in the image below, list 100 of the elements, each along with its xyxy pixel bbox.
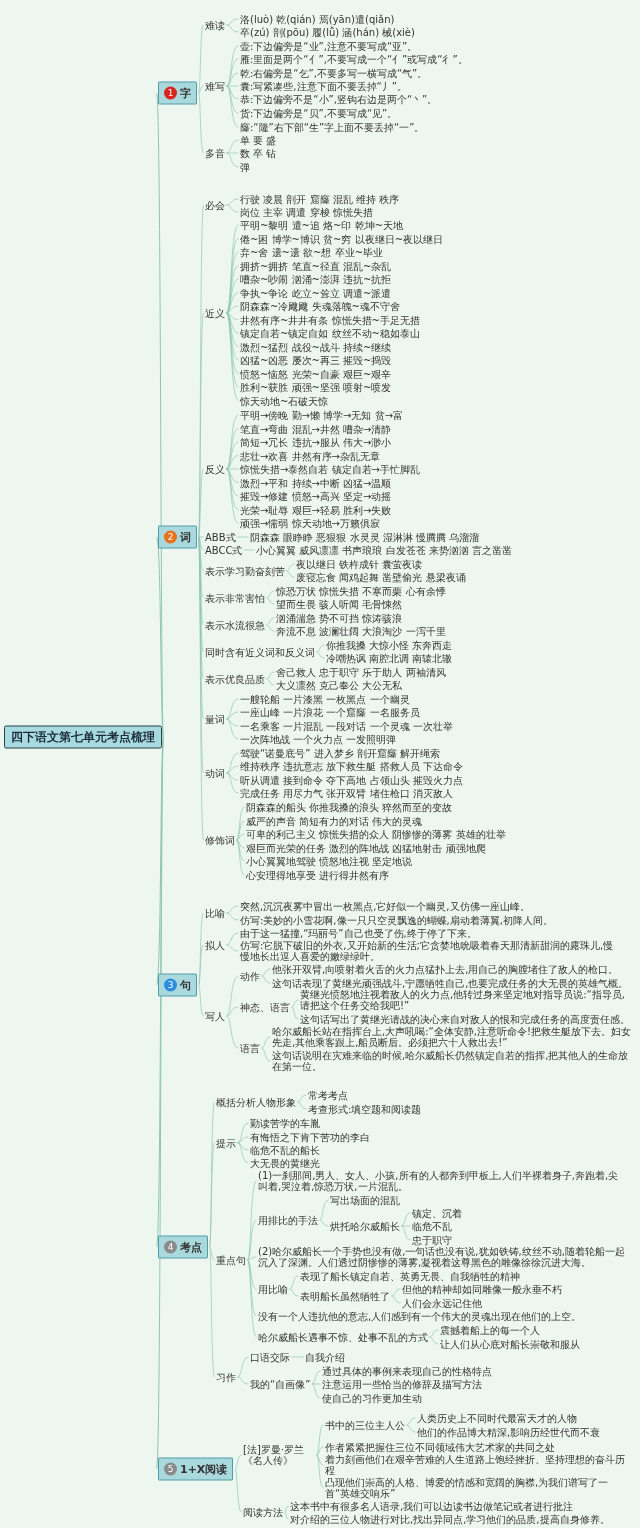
branch-text: 仿写:美妙的小雪花啊,像一只只空灵飘逸的蝴蝶,扇动着薄翼,初降人间。 — [240, 914, 553, 926]
branch-text: 比喻 — [205, 907, 225, 919]
connector-line — [226, 698, 239, 720]
connector-line — [237, 1142, 249, 1164]
connector-line — [226, 312, 239, 334]
branch-text: 大义凛然 克己奉公 大公无私 — [276, 679, 403, 691]
connector-line — [226, 468, 239, 470]
connector-line — [226, 912, 239, 921]
branch-text: 这句话说明在灾难来临的时候,哈尔威船长仍然镇定自若的指挥,把其他人的生命放在第一位。 — [272, 1050, 632, 1072]
branch-text: 平明→傍晚 勤→懒 博学→无知 贫→富 — [240, 409, 404, 421]
connector-line — [226, 1015, 239, 1049]
connector-line — [226, 85, 239, 100]
branch-text: 倦~困 博学~博识 贫~穷 以夜继日~夜以继日 — [240, 233, 444, 244]
branch-text: 哈尔威船长遇事不惊、处事不乱的方式 — [258, 1331, 428, 1343]
connector-line — [226, 905, 239, 914]
branch-text: 可卑的利己主义 惊慌失措的众人 阴惨惨的薄雾 英雄的壮举 — [246, 828, 506, 840]
connector-line — [226, 24, 239, 33]
connector-line — [226, 72, 239, 87]
branch-text: 烘托哈尔威船长 — [330, 1220, 400, 1232]
connector-line — [286, 563, 295, 572]
connector-line — [247, 1259, 257, 1290]
branch-text: 必会 — [205, 199, 225, 211]
connector-line — [247, 1259, 257, 1338]
branch-text: 废寝忘食 闻鸡起舞 凿壁偷光 悬梁夜诵 — [296, 571, 466, 583]
branch-text: 愤怒~恼怒 光荣~自豪 艰巨~艰辛 — [240, 368, 392, 379]
connector-line — [237, 1122, 249, 1144]
branch-text: 维持秩序 违抗意志 放下救生艇 搭救人员 下达命令 — [240, 760, 463, 772]
connector-line — [316, 1454, 324, 1489]
connector-line — [316, 651, 325, 659]
branch-text: 概括分析人物形象 — [216, 1096, 296, 1108]
branch-text: 卒(zú) 剖(pōu) 履(lǚ) 涵(hán) 械(xiè) — [240, 26, 415, 38]
branch-text: 雁:里面是两个“亻”,不要写成一个“亻”或写成“彳”。 — [240, 53, 468, 65]
branch-text: 争执~争论 屹立~耸立 调遣~派遣 — [240, 287, 392, 298]
branch-text: 重点句 — [216, 1254, 246, 1266]
branch-text: 光荣→耻辱 艰巨→轻易 胜利→失败 — [240, 504, 392, 515]
branch-text: 近义 — [205, 307, 225, 319]
connector-line — [401, 1225, 411, 1241]
connector-line — [291, 999, 299, 1008]
branch-text: 笔直→弯曲 混乱→井然 嘈杂→清静 — [240, 423, 392, 434]
branch-text: 驾驶“诺曼底号” 进入梦乡 剖开窟窿 解开绳索 — [240, 747, 440, 759]
topic-label: 字 — [180, 85, 191, 101]
connector-line — [291, 1356, 304, 1358]
branch-text: 威严的声音 简短有力的对话 伟大的灵魂 — [246, 815, 423, 827]
connector-line — [226, 58, 239, 87]
branch-text: 表示优良品质 — [205, 673, 265, 685]
connector-line — [401, 1212, 411, 1227]
connector-line — [316, 1424, 324, 1456]
branch-text: 拟人 — [205, 939, 225, 951]
branch-text: 平明~黎明 遣~追 烙~印 乾坤~天地 — [240, 219, 404, 231]
branch-text: 夜以继日 铁杵成针 囊萤夜读 — [296, 558, 423, 570]
branch-text: 凸现他们崇高的人格、博爱的情感和宽阔的胸襟,为我们谱写了一首“英雄交响乐” — [325, 1477, 630, 1499]
branch-text: 口语交际 — [250, 1351, 290, 1363]
branch-text: 多音 — [205, 147, 225, 159]
branch-text: 黄继光愤怒地注视着敌人的火力点,他转过身来坚定地对指导员说:“指导员,请把这个任务交给我吧!” — [300, 989, 630, 1011]
branch-text: 井然有序~井井有条 惊慌失措~手足无措 — [240, 314, 420, 325]
branch-text: 表示非常害怕 — [205, 592, 265, 604]
connector-line — [198, 944, 204, 986]
branch-text: 恭:下边偏旁不是“小”,竖钩右边是两个“丶”。 — [240, 93, 438, 105]
branch-text: 奔流不息 波澜壮阔 大浪淘沙 一泻千里 — [276, 625, 446, 637]
branch-text: 习作 — [216, 1371, 236, 1383]
branch-text: ABCC式 — [205, 544, 243, 556]
branch-text: 用排比的手法 — [258, 1214, 318, 1226]
branch-text: 胜利~获胜 顽强~坚强 喷射~喷发 — [240, 381, 392, 393]
connector-line — [286, 570, 295, 578]
branch-text: 一座山峰 一片浪花 一个窟窿 一名服务员 — [240, 706, 420, 718]
connector-line — [391, 1295, 401, 1304]
branch-text: 阴森森 眼睁睁 恶狠狠 水灵灵 湿淋淋 慢腾腾 乌溜溜 — [250, 531, 480, 543]
connector-line — [226, 975, 239, 1017]
connector-line — [289, 1275, 299, 1290]
topic-box — [158, 1457, 234, 1481]
topic-label: 句 — [180, 977, 191, 993]
connector-line — [261, 1047, 271, 1062]
branch-text: 岗位 主宰 调遣 穿梭 惊慌失措 — [240, 206, 373, 218]
connector-line — [226, 468, 239, 483]
branch-text: 激烈→平和 持续→中断 凶猛→温顺 — [240, 477, 392, 488]
connector-line — [311, 1383, 321, 1399]
number-badge: 4 — [164, 1240, 177, 1254]
branch-text: 数 卒 钻 — [240, 147, 277, 159]
branch-text: 通过具体的事例来表现自己的性格特点 — [322, 1365, 492, 1377]
connector-line — [261, 975, 271, 984]
connector-line — [226, 772, 239, 794]
branch-text: 他们的作品博大精深,影响历经世代而不衰 — [417, 1426, 601, 1438]
connector-line — [429, 1329, 439, 1338]
connector-line — [226, 772, 239, 781]
connector-line — [319, 1219, 329, 1227]
branch-text: 这句话写出了黄继光请战的决心来自对敌人的恨和完成任务的高度责任感。 — [300, 1013, 630, 1025]
branch-text: 镇定、沉着 — [412, 1207, 462, 1219]
branch-text: 小心翼翼地驾驶 愤怒地注视 坚定地说 — [246, 855, 413, 867]
connector-line — [226, 718, 239, 740]
branch-text: 使自己的习作更加生动 — [322, 1392, 422, 1404]
branch-text: 简短→冗长 违抗→服从 伟大→渺小 — [240, 436, 392, 448]
connector-line — [198, 85, 204, 94]
branch-text: 用比喻 — [258, 1283, 288, 1295]
branch-text: 拥挤~拥挤 笔直~径直 混乱~杂乱 — [240, 260, 392, 271]
branch-text: 行驶 凌晨 剖开 窟窿 混乱 维持 秩序 — [240, 193, 400, 205]
connector-line — [237, 1356, 249, 1378]
branch-text: 惊恐万状 惊慌失措 不寒而栗 心有余悸 — [276, 585, 446, 597]
connector-line — [226, 455, 239, 470]
connector-line — [198, 984, 204, 1017]
topic-box — [158, 1235, 208, 1259]
